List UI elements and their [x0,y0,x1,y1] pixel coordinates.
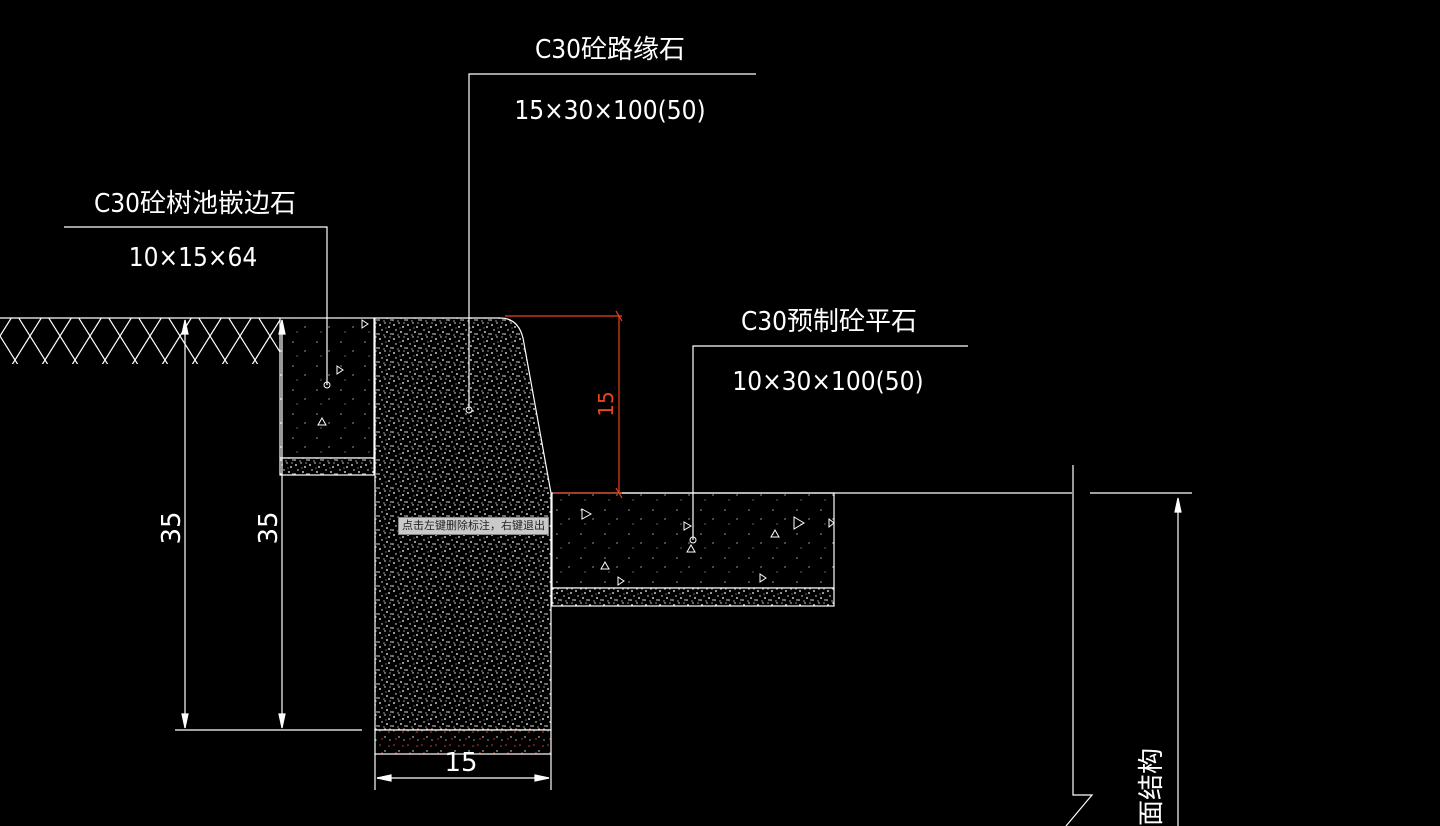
ground-hatch [0,317,280,364]
left-depth-dimensions [175,319,362,731]
bottom-width-value: 15 [444,748,477,778]
flat-size-label: 10×30×100(50) [732,367,923,397]
left-depth-value-1: 35 [157,511,187,544]
command-tooltip: 点击左键删除标注，右键退出 [398,517,549,535]
curb-stone [374,317,552,755]
curb-title-label: C30砼路缘石 [535,35,685,65]
structure-label: 面结构 [1137,748,1167,826]
tree-title-label: C30砼树池嵌边石 [94,189,296,219]
tree-size-label: 10×15×64 [129,243,257,273]
curb-height-value: 15 [594,391,618,416]
bottom-width-dimension [374,754,552,790]
flat-title-label: C30预制砼平石 [741,307,917,337]
curb-height-dimension[interactable] [505,310,623,499]
left-depth-value-2: 35 [254,511,284,544]
leader-lines [64,73,968,540]
curb-size-label: 15×30×100(50) [514,96,705,126]
road-surface-lines [620,465,1192,826]
right-structure-arrow [1174,497,1182,826]
